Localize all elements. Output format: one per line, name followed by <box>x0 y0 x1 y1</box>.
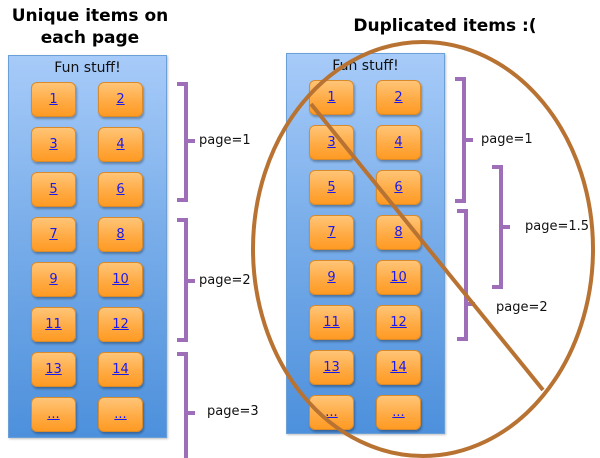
right-item-tile[interactable]: 4 <box>376 125 421 160</box>
right-item-tile[interactable]: 11 <box>309 305 354 340</box>
right-bracket-page-2 <box>457 209 475 341</box>
right-bracket-page-1-5 <box>492 165 510 289</box>
right-item-link[interactable]: 11 <box>323 315 340 330</box>
left-item-tile[interactable]: 8 <box>98 217 143 252</box>
right-item-link[interactable]: 3 <box>327 135 336 150</box>
left-item-link[interactable]: 14 <box>112 362 129 377</box>
left-item-link[interactable]: ... <box>47 407 60 422</box>
left-item-tile[interactable]: 4 <box>98 127 143 162</box>
left-item-link[interactable]: 4 <box>116 137 125 152</box>
left-item-link[interactable]: 2 <box>116 92 125 107</box>
left-item-tile[interactable]: 1 <box>31 82 76 117</box>
right-label-page-2: page=2 <box>496 300 548 315</box>
right-item-link[interactable]: 5 <box>327 180 336 195</box>
left-item-tile[interactable]: 12 <box>98 307 143 342</box>
left-item-link[interactable]: 11 <box>45 317 62 332</box>
left-item-link[interactable]: 3 <box>49 137 58 152</box>
left-item-link[interactable]: 10 <box>112 272 129 287</box>
left-item-tile[interactable]: 5 <box>31 172 76 207</box>
left-item-tile[interactable]: ... <box>98 397 143 432</box>
right-title: Duplicated items :( <box>353 16 537 36</box>
right-bracket-page-1 <box>455 77 473 203</box>
right-label-page-1: page=1 <box>481 132 533 147</box>
right-item-link[interactable]: 4 <box>394 135 403 150</box>
right-item-tile[interactable]: 2 <box>376 80 421 115</box>
right-item-tile[interactable]: 7 <box>309 215 354 250</box>
left-item-link[interactable]: ... <box>114 407 127 422</box>
right-label-page-1-5: page=1.5 <box>525 219 590 234</box>
left-item-tile[interactable]: 7 <box>31 217 76 252</box>
right-item-link[interactable]: 12 <box>390 315 407 330</box>
right-item-link[interactable]: 13 <box>323 360 340 375</box>
left-bracket-page-3 <box>177 352 195 458</box>
right-item-link[interactable]: 6 <box>394 180 403 195</box>
right-item-tile[interactable]: 14 <box>376 350 421 385</box>
left-item-tile[interactable]: 14 <box>98 352 143 387</box>
right-item-link[interactable]: ... <box>392 405 405 420</box>
left-item-tile[interactable]: ... <box>31 397 76 432</box>
left-title: Unique items on each page <box>0 5 180 49</box>
prohibition-circle <box>251 40 595 458</box>
left-label-page-3: page=3 <box>207 404 259 419</box>
left-bracket-page-1 <box>177 82 195 202</box>
right-item-link[interactable]: 1 <box>327 90 336 105</box>
left-item-tile[interactable]: 13 <box>31 352 76 387</box>
left-item-tile[interactable]: 11 <box>31 307 76 342</box>
left-label-page-2: page=2 <box>199 273 251 288</box>
left-bracket-page-2 <box>177 218 195 342</box>
prohibition-slash <box>309 102 545 392</box>
right-item-link[interactable]: 7 <box>327 225 336 240</box>
left-title-line2: each page <box>40 28 140 48</box>
left-item-link[interactable]: 1 <box>49 92 58 107</box>
right-item-link[interactable]: 10 <box>390 270 407 285</box>
left-item-link[interactable]: 5 <box>49 182 58 197</box>
left-item-tile[interactable]: 2 <box>98 82 143 117</box>
right-item-link[interactable]: ... <box>325 405 338 420</box>
left-item-link[interactable]: 8 <box>116 227 125 242</box>
left-item-link[interactable]: 7 <box>49 227 58 242</box>
left-item-tile[interactable]: 6 <box>98 172 143 207</box>
right-item-link[interactable]: 2 <box>394 90 403 105</box>
right-item-tile[interactable]: 10 <box>376 260 421 295</box>
right-item-tile[interactable]: ... <box>376 395 421 430</box>
left-panel-title: Fun stuff! <box>54 60 121 76</box>
left-item-link[interactable]: 13 <box>45 362 62 377</box>
left-item-tile[interactable]: 10 <box>98 262 143 297</box>
left-item-link[interactable]: 9 <box>49 272 58 287</box>
left-item-tile[interactable]: 9 <box>31 262 76 297</box>
right-item-tile[interactable]: 13 <box>309 350 354 385</box>
left-item-tile[interactable]: 3 <box>31 127 76 162</box>
left-label-page-1: page=1 <box>199 133 251 148</box>
right-item-tile[interactable]: 5 <box>309 170 354 205</box>
right-item-tile[interactable]: 9 <box>309 260 354 295</box>
left-title-line1: Unique items on <box>11 6 169 26</box>
left-item-link[interactable]: 12 <box>112 317 129 332</box>
right-item-link[interactable]: 9 <box>327 270 336 285</box>
right-item-link[interactable]: 8 <box>394 225 403 240</box>
left-item-link[interactable]: 6 <box>116 182 125 197</box>
right-item-tile[interactable]: 12 <box>376 305 421 340</box>
right-item-link[interactable]: 14 <box>390 360 407 375</box>
